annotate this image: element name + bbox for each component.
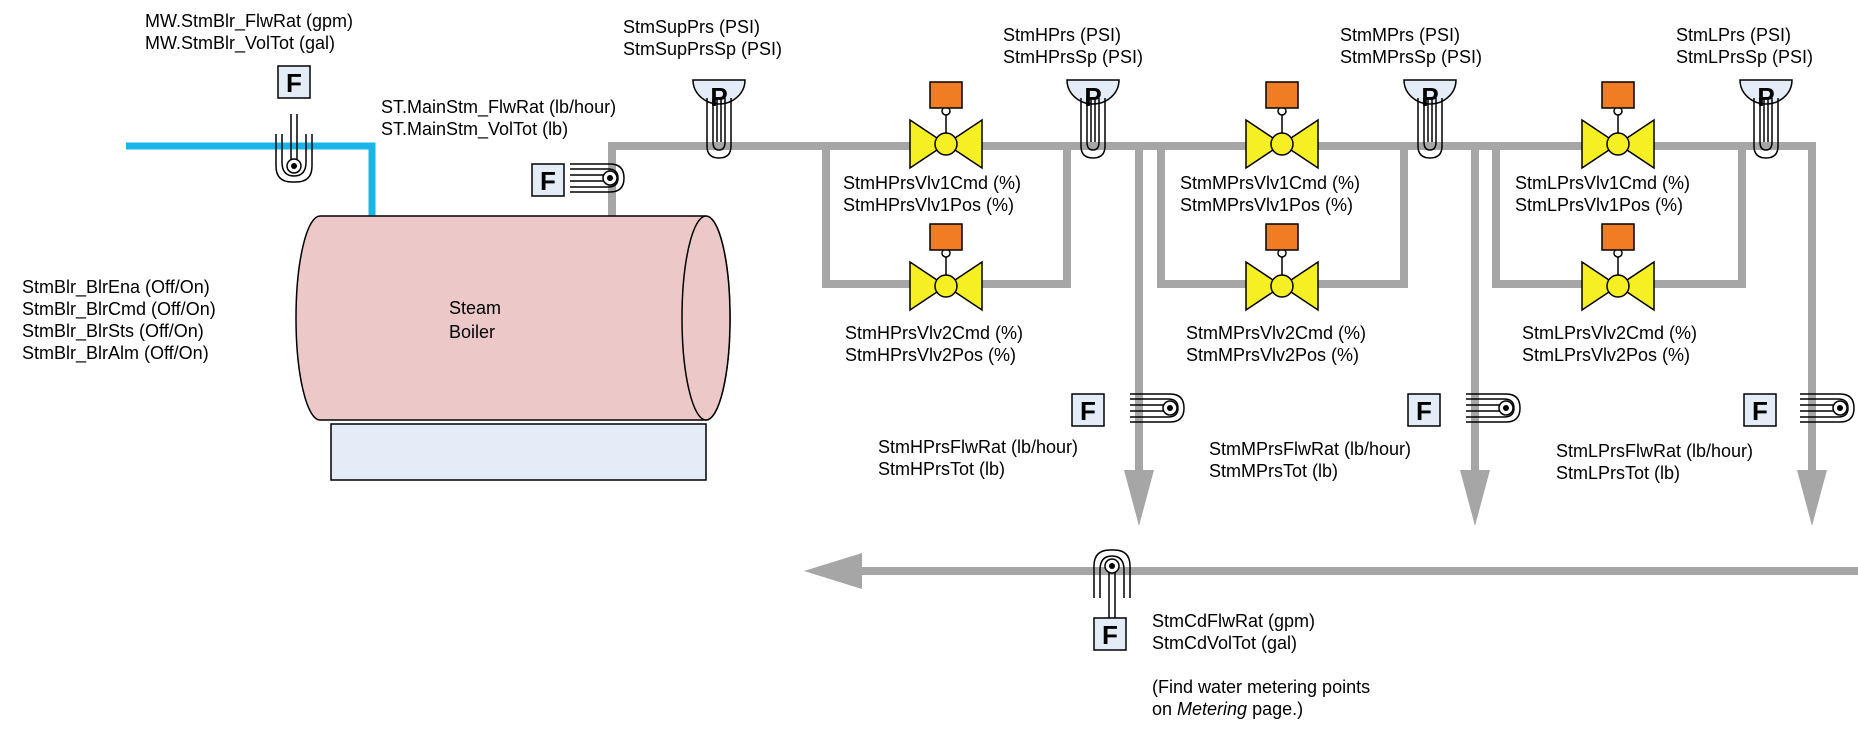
metering-note: (Find water metering points on Metering … [1152,677,1371,719]
supply-pressure-label: StmSupPrs (PSI)StmSupPrsSp (PSI) [623,17,783,59]
mp-flow-meter-box [1407,393,1441,427]
mp-drain-arrow [1460,470,1490,526]
lp-pressure-label: StmLPrs (PSI)StmLPrsSp (PSI) [1676,25,1814,67]
hp-valve-2 [909,223,983,311]
condensate-return-arrow [804,553,862,589]
hp-valve2-label: StmHPrsVlv2Cmd (%)StmHPrsVlv2Pos (%) [845,323,1024,365]
condensate-flow-meter-box [1093,617,1127,651]
supply-pressure-letter: P [710,82,727,112]
makeup-water-pipe [126,142,376,216]
hp-pressure-letter: P [1084,82,1101,112]
lp-valve2-label: StmLPrsVlv2Cmd (%)StmLPrsVlv2Pos (%) [1522,323,1698,365]
mp-valve-1 [1245,81,1319,169]
hp-valve-1 [909,81,983,169]
hp-flow-label: StmHPrsFlwRat (lb/hour)StmHPrsTot (lb) [878,437,1079,479]
hp-pressure-label: StmHPrs (PSI)StmHPrsSp (PSI) [1003,25,1144,67]
main-steam-flow-meter-letter: F [540,166,556,196]
hp-drain-arrow [1124,470,1154,526]
lp-drain-arrow [1797,470,1827,526]
steam-boiler [295,215,731,421]
hp-flow-meter-letter: F [1080,396,1096,426]
mp-flow-label: StmMPrsFlwRat (lb/hour)StmMPrsTot (lb) [1209,439,1412,481]
metering-page-link: Metering [1177,699,1248,719]
mp-valve-2 [1245,223,1319,311]
lp-flow-meter-box [1743,393,1777,427]
lp-pressure-letter: P [1757,82,1774,112]
mp-pressure-letter: P [1421,82,1438,112]
condensate-flow-meter [1093,549,1131,619]
lp-valve-1 [1581,81,1655,169]
mp-valve2-label: StmMPrsVlv2Cmd (%)StmMPrsVlv2Pos (%) [1186,323,1367,365]
lp-flow-meter-letter: F [1752,396,1768,426]
condensate-flow-meter-letter: F [1102,620,1118,650]
makeup-flow-label: MW.StmBlr_FlwRat (gpm)MW.StmBlr_VolTot (… [145,11,354,53]
lp-valve-2 [1581,223,1655,311]
mp-valve1-label: StmMPrsVlv1Cmd (%)StmMPrsVlv1Pos (%) [1180,173,1361,215]
hp-flow-meter-box [1071,393,1105,427]
hp-valve1-label: StmHPrsVlv1Cmd (%)StmHPrsVlv1Pos (%) [843,173,1022,215]
mp-flow-meter-letter: F [1416,396,1432,426]
makeup-flow-meter-letter: F [286,68,302,98]
boiler-base [330,423,707,481]
main-flow-label: ST.MainStm_FlwRat (lb/hour)ST.MainStm_Vo… [381,97,617,139]
main-steam-flow-meter-box [531,163,565,197]
boiler-status-label: StmBlr_BlrEna (Off/On)StmBlr_BlrCmd (Off… [22,277,216,363]
makeup-flow-meter-box [277,65,311,99]
condensate-flow-label: StmCdFlwRat (gpm)StmCdVolTot (gal) [1152,611,1316,653]
lp-valve1-label: StmLPrsVlv1Cmd (%)StmLPrsVlv1Pos (%) [1515,173,1691,215]
lp-flow-label: StmLPrsFlwRat (lb/hour)StmLPrsTot (lb) [1556,441,1754,483]
mp-pressure-label: StmMPrs (PSI)StmMPrsSp (PSI) [1340,25,1483,67]
